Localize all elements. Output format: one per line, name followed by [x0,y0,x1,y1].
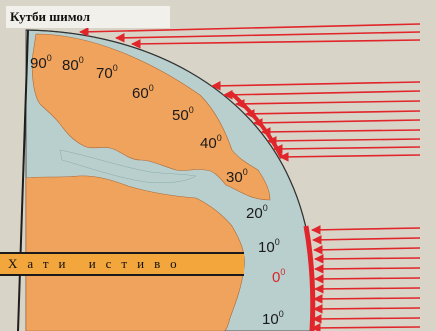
ray-arrow [235,99,421,109]
ray-arrow [115,31,421,43]
equator-label: Хати истиво [8,256,187,271]
ray-arrow [314,284,421,294]
ray-arrow [273,144,421,154]
latitude-label-40: 400 [200,133,222,152]
latitude-label-30: 300 [226,167,248,186]
ray-arrow [253,118,421,128]
lit-edge [228,90,284,159]
ray-arrow [314,274,421,284]
ray-arrow [79,23,421,37]
latitude-labels: 900 800 700 600 500 400 300 200 100 00 1… [30,53,285,328]
ray-arrow [245,109,421,119]
latitude-label-60: 600 [132,83,154,102]
ray-arrow [131,39,421,49]
latitude-label-50: 500 [172,105,194,124]
sun-rays [79,23,421,331]
latitude-label-0: 00 [272,267,285,286]
land-europe-asia [31,33,271,201]
ray-arrow [313,294,421,304]
equator-band: Хати истиво [0,252,244,276]
mediterranean-sea [59,149,197,183]
latitude-label-10s: 100 [262,309,284,328]
latitude-label-70: 700 [96,63,118,82]
latitude-label-20: 200 [246,203,268,222]
ray-arrow [211,81,421,91]
ray-arrow [279,152,421,162]
latitude-label-80: 800 [62,55,84,74]
ray-arrow [223,90,421,100]
prime-meridian-line [17,29,29,331]
ray-arrow [312,235,421,245]
title-label: Кутби шимол [6,6,170,28]
latitude-label-90: 900 [30,53,52,72]
ray-arrow [261,127,421,137]
ray-arrow [313,245,421,255]
ray-arrow [312,314,421,324]
ray-arrow [314,254,421,264]
ray-arrow [267,136,421,146]
ray-arrow [314,264,421,274]
ray-arrow [313,304,421,314]
latitude-label-10n: 100 [258,237,280,256]
lit-edge [303,225,316,331]
ray-arrow [311,225,421,235]
ray-arrow [311,323,421,331]
